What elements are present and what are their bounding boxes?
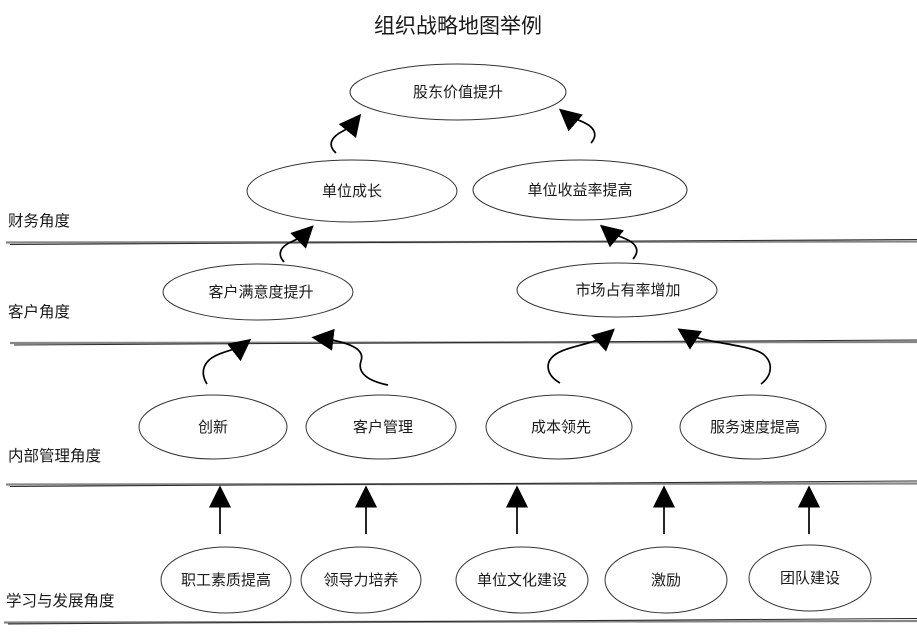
- node-market-share: 市场占有率增加: [516, 262, 718, 318]
- arrow-cost-leadership-to-market-share: [547, 328, 615, 384]
- node-innovation: 创新: [138, 394, 288, 460]
- node-innovation-ellipse: [138, 394, 288, 460]
- node-market-share-label: 市场占有率增加: [575, 282, 680, 299]
- node-team-building: 团队建设: [748, 544, 872, 612]
- node-customer-satisfaction-label: 客户满意度提升: [208, 283, 313, 301]
- arrow-unit-profit-to-shareholder: [558, 108, 596, 144]
- node-incentive-label: 激励: [651, 572, 681, 589]
- separator-line-internal: [5, 480, 917, 487]
- node-shareholder-value-label: 股东价值提升: [413, 84, 503, 101]
- node-service-speed-ellipse: [679, 394, 827, 460]
- node-culture: 单位文化建设: [455, 546, 589, 614]
- arrow-customer-satisfaction-to-unit-growth: [279, 225, 314, 263]
- node-incentive-ellipse: [604, 546, 728, 614]
- node-cost-leadership-ellipse: [485, 394, 633, 460]
- node-cost-leadership-label: 成本领先: [531, 419, 591, 436]
- perspective-label-customer: 客户角度: [8, 303, 70, 321]
- node-market-share-ellipse: [516, 262, 718, 318]
- separator-line-finance: [5, 239, 917, 245]
- node-culture-label: 单位文化建设: [477, 572, 567, 589]
- node-customer-satisfaction: 客户满意度提升: [162, 263, 354, 321]
- arrow-unit-growth-to-shareholder: [330, 113, 362, 154]
- node-customer-satisfaction-ellipse: [162, 263, 354, 321]
- node-unit-profit: 单位收益率提高: [472, 159, 688, 221]
- node-customer-mgmt-ellipse: [305, 394, 457, 460]
- node-cost-leadership: 成本领先: [485, 394, 633, 460]
- perspective-label-finance: 财务角度: [8, 212, 70, 230]
- node-staff-quality-label: 职工素质提高: [181, 572, 271, 589]
- node-service-speed-label: 服务速度提高: [710, 419, 800, 436]
- arrow-customer-mgmt-to-customer-satisfaction: [311, 328, 389, 386]
- node-leadership-ellipse: [300, 546, 422, 614]
- arrow-innovation-to-customer-satisfaction: [202, 338, 252, 385]
- node-team-building-ellipse: [748, 544, 872, 612]
- node-staff-quality-ellipse: [160, 546, 292, 614]
- node-team-building-label: 团队建设: [780, 570, 840, 587]
- node-innovation-label: 创新: [198, 419, 228, 436]
- node-unit-profit-ellipse: [472, 159, 688, 221]
- node-customer-mgmt: 客户管理: [305, 394, 457, 460]
- separator-line-customer: [9, 339, 917, 346]
- node-leadership-label: 领导力培养: [323, 572, 398, 589]
- node-unit-growth: 单位成长: [246, 159, 458, 223]
- diagram-title: 组织战略地图举例: [374, 14, 542, 38]
- node-customer-mgmt-label: 客户管理: [353, 419, 413, 436]
- node-unit-profit-label: 单位收益率提高: [527, 182, 632, 199]
- node-unit-growth-label: 单位成长: [322, 183, 382, 200]
- perspective-label-internal: 内部管理角度: [8, 447, 101, 465]
- node-incentive: 激励: [604, 546, 728, 614]
- node-staff-quality: 职工素质提高: [160, 546, 292, 614]
- node-shareholder-value: 股东价值提升: [349, 63, 567, 121]
- perspective-label-learning: 学习与发展角度: [6, 592, 115, 610]
- node-culture-ellipse: [455, 546, 589, 614]
- node-leadership: 领导力培养: [300, 546, 422, 614]
- arrow-market-share-to-unit-profit: [599, 224, 638, 260]
- node-unit-growth-ellipse: [246, 159, 458, 223]
- node-service-speed: 服务速度提高: [679, 394, 827, 460]
- node-shareholder-value-ellipse: [349, 63, 567, 121]
- separator-line-learning: [3, 618, 917, 625]
- arrow-service-speed-to-market-share: [677, 328, 772, 385]
